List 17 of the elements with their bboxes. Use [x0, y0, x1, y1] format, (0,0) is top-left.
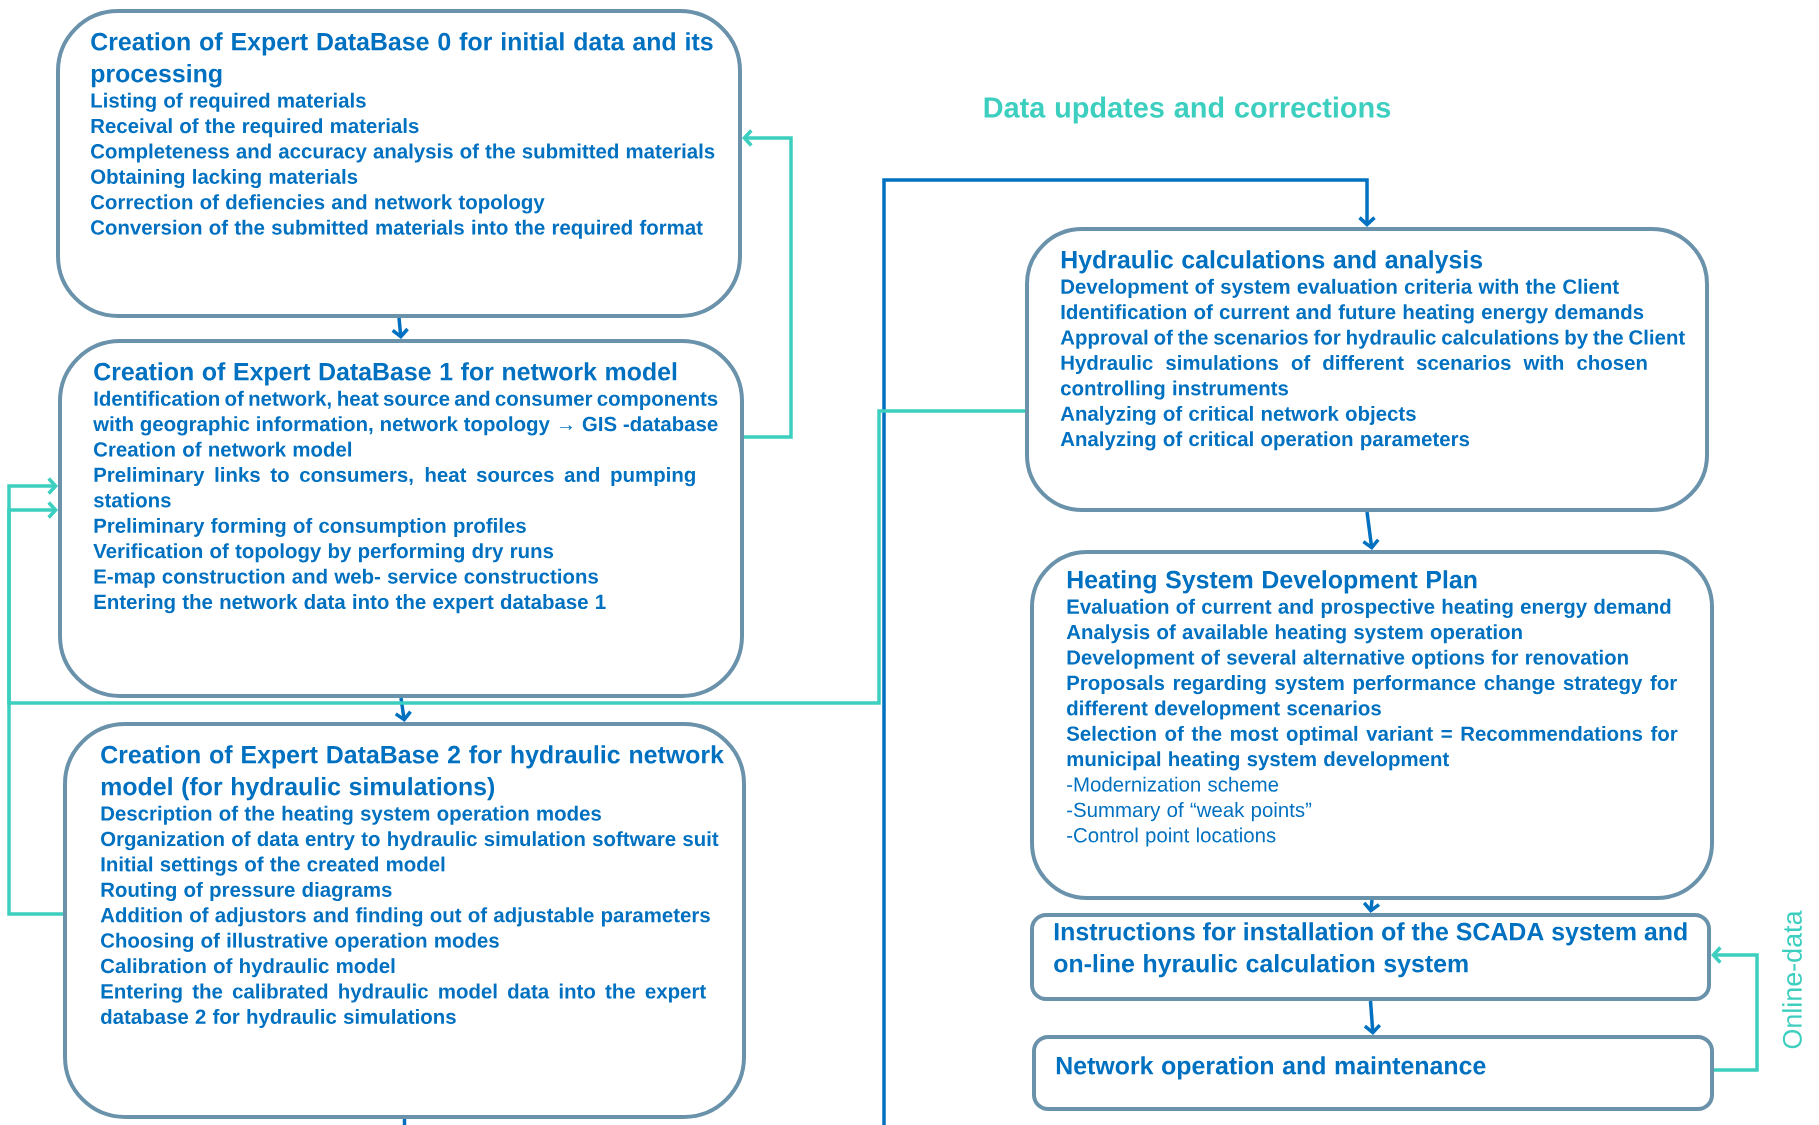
- process-box: Network operation and maintenance: [1032, 1035, 1714, 1111]
- process-box: Heating System Development Plan Evaluation of current and prospective heating energy demand Analysis of available heating system operation Development of several alternative options for renovation Proposals regarding system performance change strategy for different development scenarios Selection of the most optimal variant = Recommendations for municipal heating system development -Modernization scheme -Summary of “weak points” -Control point locations: [1030, 550, 1714, 900]
- arrow: [1711, 946, 1759, 1072]
- arrow: [402, 178, 1376, 1125]
- process-box: Creation of Expert DataBase 0 for initial data and its processing Listing of required materials Receival of the required materials Completeness and accuracy analysis of the submitted materials Obtaining lacking materials Correction of defiencies and network topology Conversion of the submitted materials into the required format: [56, 9, 742, 318]
- process-box: Hydraulic calculations and analysis Development of system evaluation criteria with the Client Identification of current and future heating energy demands Approval of the scenarios for hydraulic calculations by the Client Hydraulic simulations of different scenarios with chosen controlling instruments Analyzing of critical network objects Analyzing of critical operation parameters: [1025, 227, 1709, 512]
- arrow: [391, 317, 409, 339]
- arrow: [1363, 1000, 1382, 1035]
- arrow: [7, 477, 63, 916]
- process-box: Creation of Expert DataBase 2 for hydraulic network model (for hydraulic simulations) Description of the heating system operation modes Organization of data entry to hydraulic simulation software suit Initial settings of the created model Routing of pressure diagrams Addition of adjustors and finding out of adjustable parameters Choosing of illustrative operation modes Calibration of hydraulic model Entering the calibrated hydraulic model data into the expert database 2 for hydraulic simulations: [63, 722, 746, 1119]
- arrow: [1362, 511, 1380, 550]
- process-box: Creation of Expert DataBase 1 for network model Identification of network, heat source and consumer components with geographic information, network topology → GIS -database Creation of network model Preliminary links to consumers, heat sources and pumping stations Preliminary forming of consumption profiles Verification of topology by performing dry runs E-map construction and web- service constructions Entering the network data into the expert database 1: [58, 339, 744, 698]
- arrow: [394, 697, 412, 722]
- heading-text: Data updates and corrections: [984, 96, 1391, 124]
- process-box: Instructions for installation of the SCADA system and on-line hyraulic calculation system: [1030, 913, 1711, 1001]
- edge-label: Online-data: [1782, 910, 1802, 1049]
- arrow: [742, 129, 793, 439]
